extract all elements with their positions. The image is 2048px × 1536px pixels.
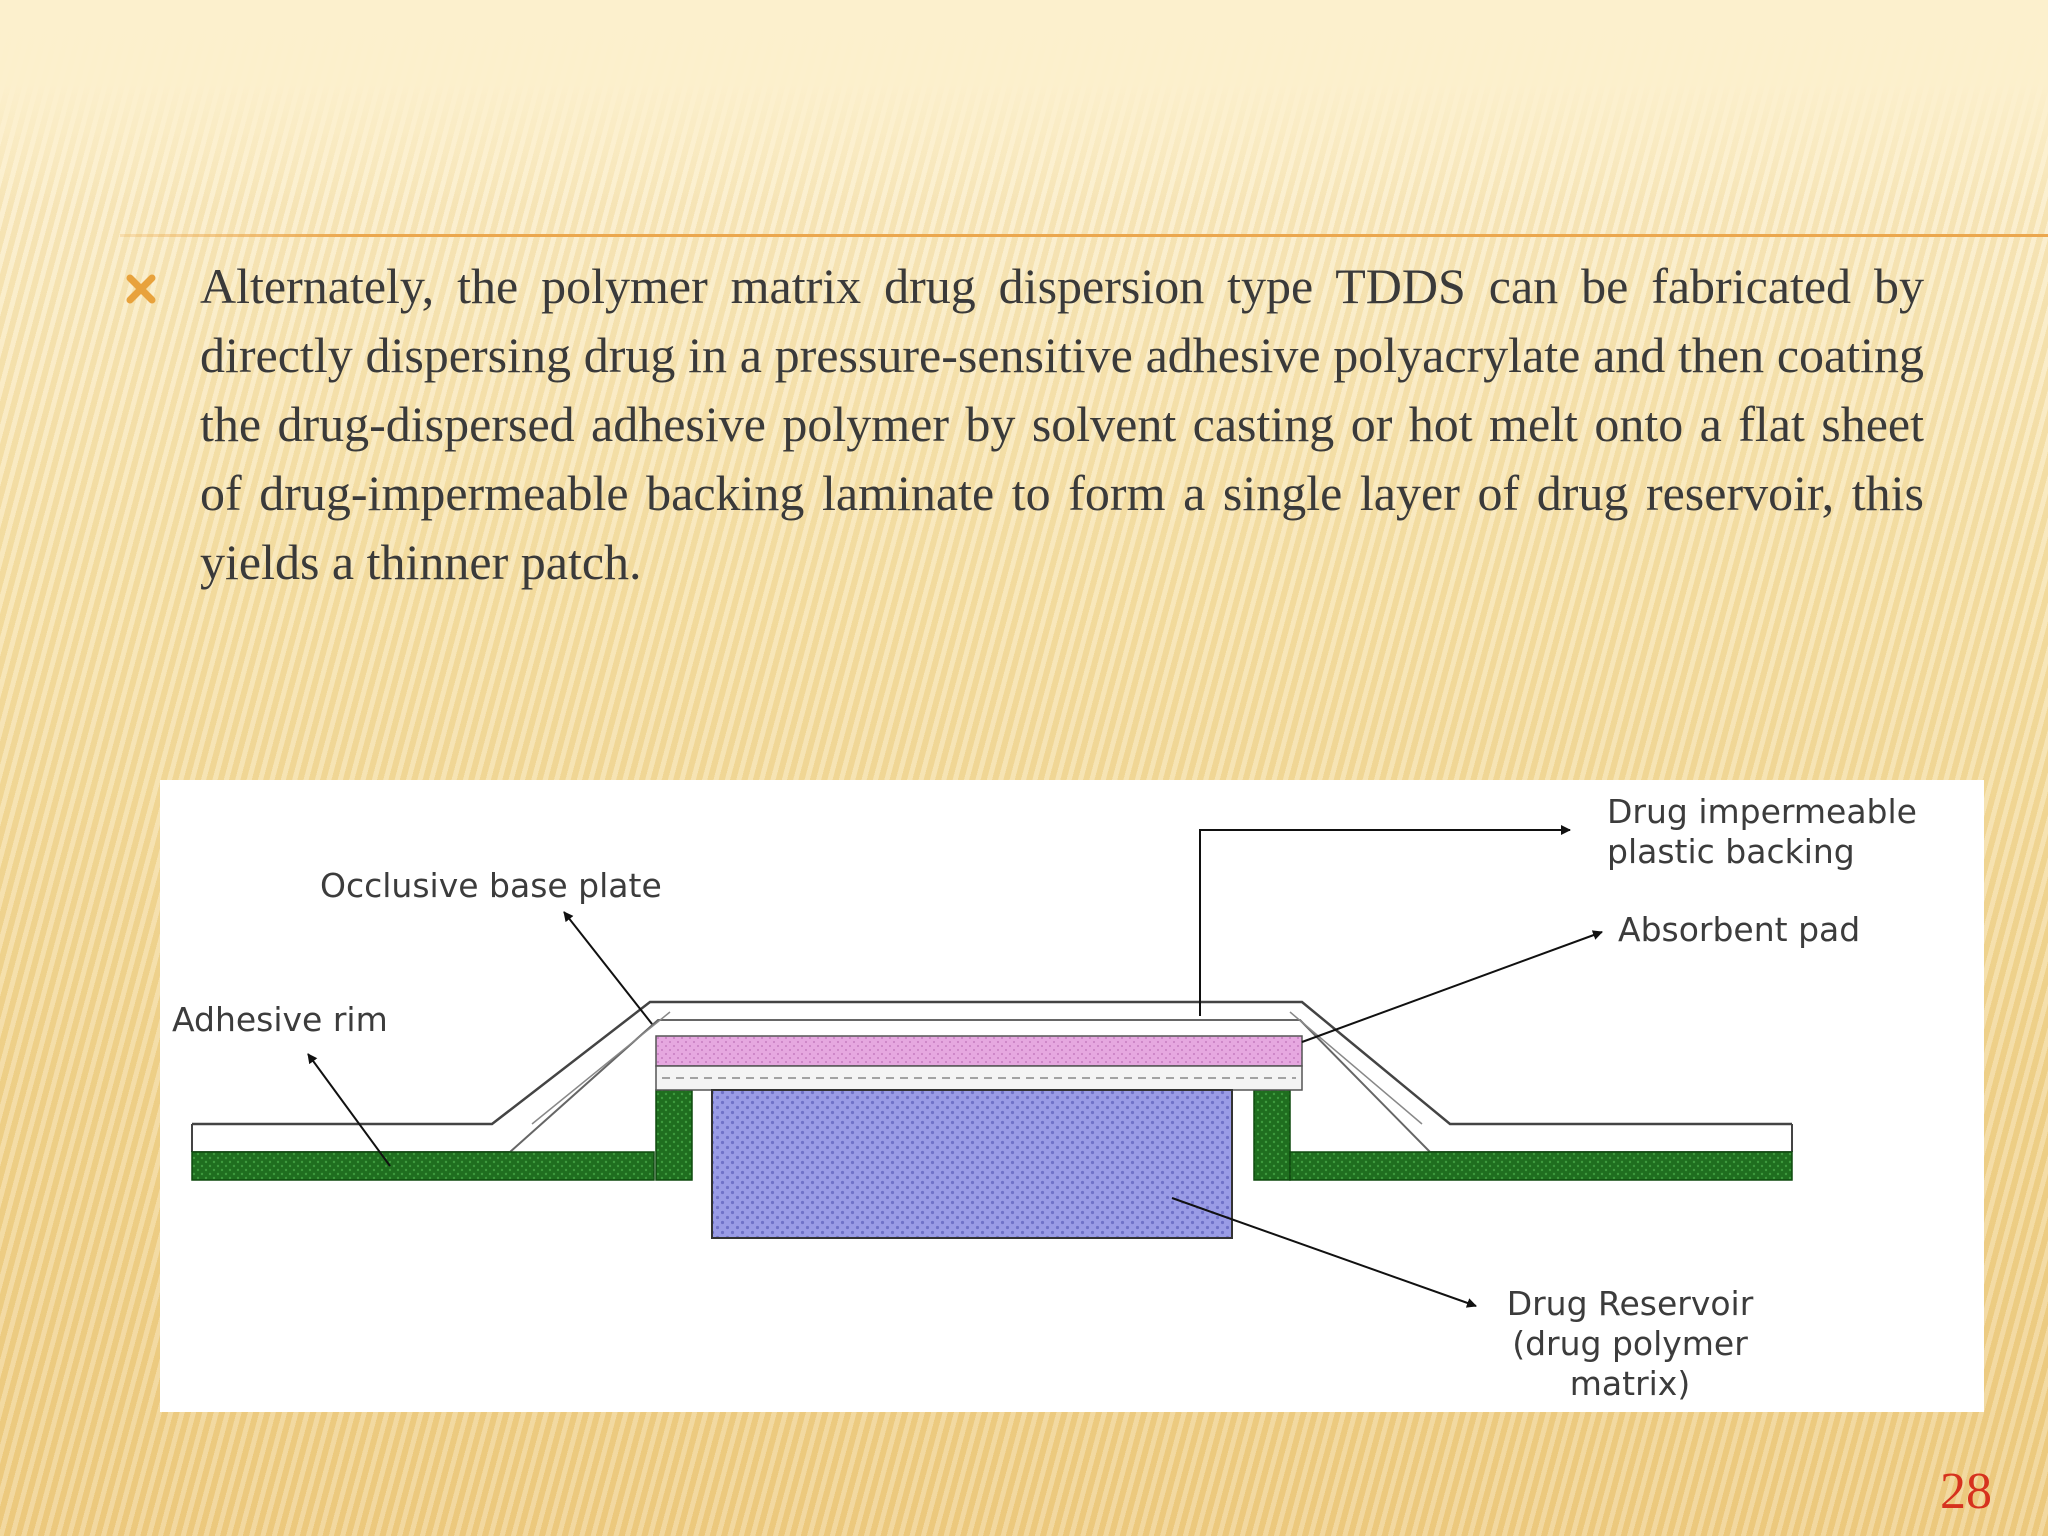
tdds-diagram: Drug impermeable plastic backing Occlusi…: [160, 780, 1984, 1412]
tdds-diagram-svg: [191, 825, 1793, 1308]
label-drug-impermeable-line2: plastic backing: [1607, 832, 1855, 871]
adhesive-rim-shape: [191, 1089, 1793, 1181]
header-area: [0, 0, 2048, 210]
label-absorbent-pad: Absorbent pad: [1618, 910, 1861, 949]
drug-reservoir-shape: [711, 1089, 1233, 1239]
x-mark-icon: [126, 274, 156, 304]
arrow-occlusive-base-plate: [563, 911, 653, 1025]
page-number: 28: [1940, 1463, 1992, 1520]
title-divider: [120, 234, 2048, 237]
label-drug-impermeable-line1: Drug impermeable: [1607, 792, 1917, 831]
label-drug-reservoir-line3: matrix): [1569, 1364, 1691, 1403]
arrow-adhesive-rim: [307, 1053, 391, 1167]
absorbent-pad-shape: [655, 1035, 1303, 1067]
label-drug-reservoir-line1: Drug Reservoir: [1506, 1284, 1754, 1323]
label-adhesive-rim: Adhesive rim: [172, 1000, 388, 1039]
label-drug-reservoir-line2: (drug polymer: [1512, 1324, 1748, 1363]
label-occlusive-base-plate: Occlusive base plate: [320, 866, 662, 905]
arrow-drug-impermeable: [1199, 825, 1571, 1016]
arrow-absorbent-pad: [1301, 930, 1603, 1043]
arrow-drug-reservoir: [1171, 1197, 1477, 1308]
body-paragraph: Alternately, the polymer matrix drug dis…: [200, 258, 1924, 590]
